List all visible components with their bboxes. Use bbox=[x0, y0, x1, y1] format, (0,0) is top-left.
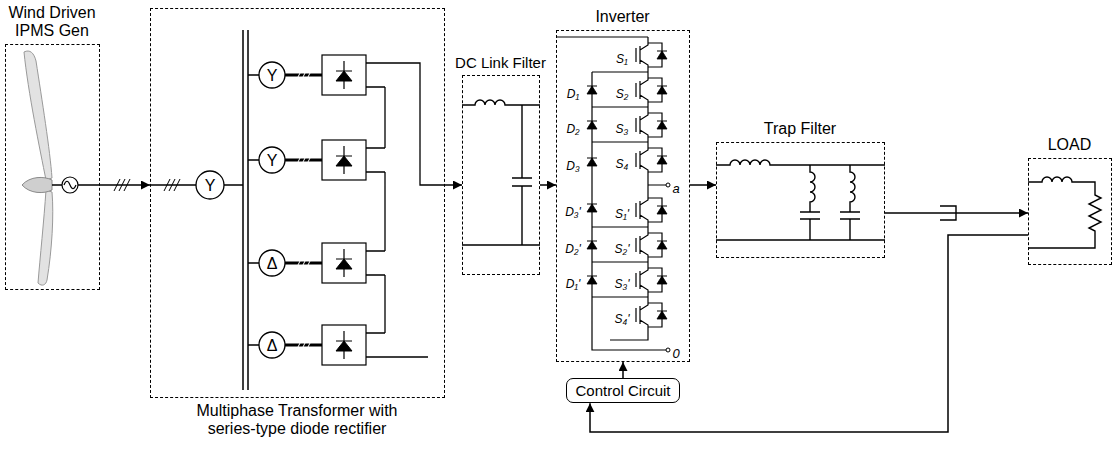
winding-label: Δ bbox=[267, 256, 278, 272]
winding-label: Y bbox=[205, 178, 216, 194]
switch-label: S₁ bbox=[616, 53, 628, 65]
generator-box: Wind Driven IPMS Gen bbox=[5, 44, 100, 290]
box-title: DC Link Filter bbox=[451, 54, 551, 71]
winding-circle bbox=[259, 62, 285, 88]
diode-symbol bbox=[336, 61, 352, 359]
box-title: Multiphase Transformer with series-type … bbox=[172, 402, 422, 439]
winding-circle bbox=[259, 147, 285, 173]
three-phase-hatch bbox=[164, 179, 180, 191]
terminal-dot bbox=[666, 183, 670, 187]
switch-label: S₄ bbox=[616, 158, 629, 170]
diode-label: D₃' bbox=[565, 206, 581, 218]
diode-label: D₁ bbox=[567, 88, 579, 100]
winding-label: Δ bbox=[267, 338, 278, 354]
series-rectifier-wire bbox=[366, 63, 445, 357]
turbine-blade bbox=[38, 190, 53, 285]
switch-label: S₂' bbox=[615, 243, 630, 255]
load-box: LOAD bbox=[1028, 158, 1112, 265]
transformer-box: Multiphase Transformer with series-type … bbox=[150, 8, 445, 398]
secondary-cable bbox=[285, 75, 322, 345]
box-title: Inverter bbox=[558, 8, 688, 26]
generator-symbol bbox=[62, 177, 78, 193]
switch-label: S₃' bbox=[614, 278, 629, 290]
filter-box: Trap Filter bbox=[716, 142, 885, 258]
diode-label: D₂' bbox=[565, 243, 581, 255]
filter-box: DC Link Filter bbox=[462, 75, 540, 275]
sine-symbol bbox=[64, 181, 76, 189]
terminal-label: 0 bbox=[672, 347, 679, 360]
diode-symbol bbox=[587, 51, 667, 319]
secondary-wire bbox=[248, 75, 259, 345]
switch-label: S₃ bbox=[616, 123, 629, 135]
box-title: LOAD bbox=[1028, 136, 1112, 154]
diode-label: D₃ bbox=[566, 160, 579, 172]
connector-arrow bbox=[622, 362, 624, 378]
diode-symbol bbox=[336, 71, 352, 351]
switch-label: S₁' bbox=[615, 208, 629, 220]
trap-filter-symbol bbox=[716, 160, 885, 240]
connector-arrow bbox=[540, 184, 556, 186]
turbine-blade bbox=[24, 51, 52, 180]
transformer-core bbox=[243, 30, 248, 390]
diode-label: D₂ bbox=[566, 123, 579, 135]
box-label: Control Circuit bbox=[575, 382, 670, 399]
diode-label: D₁' bbox=[566, 278, 581, 290]
rl-load-symbol bbox=[1028, 177, 1101, 248]
switch-label: S₂ bbox=[616, 88, 629, 100]
terminal-label: a bbox=[672, 182, 679, 195]
connector-arrow bbox=[690, 184, 716, 186]
igbt-switch-symbol bbox=[556, 37, 668, 350]
process-box: Control Circuit bbox=[566, 378, 680, 403]
three-phase-hatch bbox=[296, 69, 312, 351]
turbine-spinner bbox=[22, 177, 52, 192]
connector-arrow bbox=[885, 212, 1028, 214]
lc-filter-symbol bbox=[462, 100, 540, 245]
connector-arrow bbox=[100, 184, 150, 186]
switch-label: S₄' bbox=[614, 313, 629, 325]
winding-label: Y bbox=[267, 68, 278, 84]
winding-circle bbox=[259, 250, 285, 276]
box-title: Wind Driven IPMS Gen bbox=[2, 4, 102, 41]
box-title: Trap Filter bbox=[720, 120, 880, 138]
winding-circle bbox=[259, 332, 285, 358]
terminal-dot bbox=[666, 348, 670, 352]
connector-arrow bbox=[445, 184, 462, 186]
winding-circle bbox=[196, 171, 224, 199]
winding-label: Y bbox=[267, 153, 278, 169]
